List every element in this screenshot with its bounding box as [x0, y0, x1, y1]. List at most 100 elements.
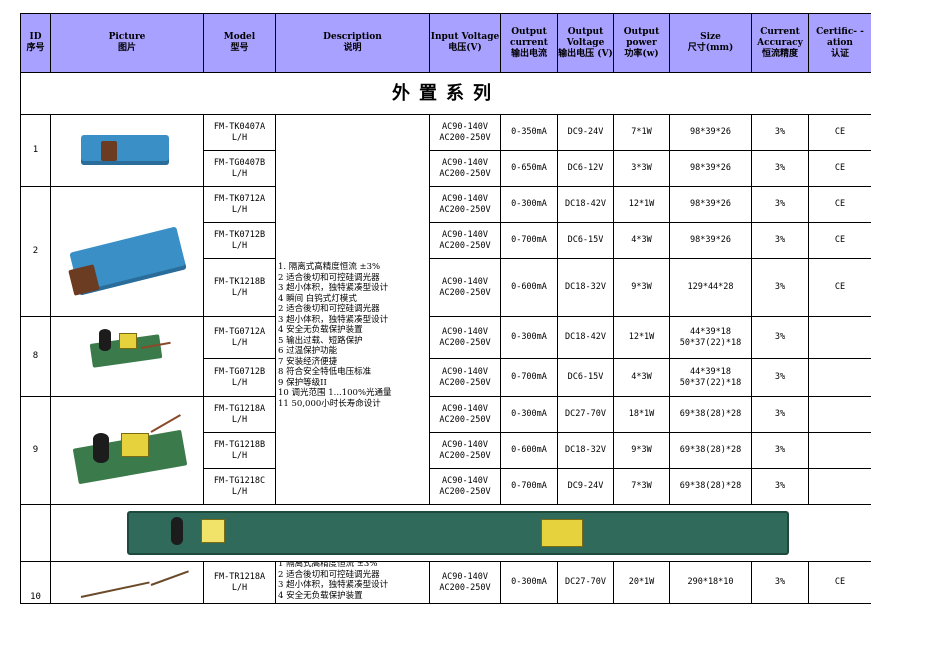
output-current-cell: 0-300mA [500, 561, 558, 604]
output-power-cell: 9*3W [613, 258, 670, 317]
table-row: 10 FM-TR1218A L/H 1 隔离式高精度恒流 ±3% 2 适合後切和… [20, 561, 871, 604]
accuracy-cell: 3% [751, 258, 809, 317]
description-list: 1. 隔离式高精度恒流 ±3% 2 适合後切和可控硅调光器 3 超小体积，独特紧… [278, 262, 392, 409]
cert-cell: CE [808, 186, 871, 223]
output-voltage-cell: DC18-32V [557, 432, 614, 469]
driver-cap-image [101, 141, 117, 161]
output-power-cell: 12*1W [613, 186, 670, 223]
description-line: 6 过温保护功能 [278, 346, 338, 356]
output-voltage-cell: DC27-70V [557, 561, 614, 604]
output-current-cell: 0-700mA [500, 468, 558, 505]
input-voltage-cell: AC90-140V AC200-250V [429, 432, 501, 469]
output-power-cell: 3*3W [613, 150, 670, 187]
output-power-cell: 20*1W [613, 561, 670, 604]
table-row: FM-TG0407B L/H AC90-140V AC200-250V 0-65… [21, 150, 871, 187]
output-power-cell: 12*1W [613, 316, 670, 359]
model-cell: FM-TG1218B L/H [203, 432, 276, 469]
long-pcb-image [127, 511, 789, 555]
cert-cell: CE [808, 258, 871, 317]
input-voltage-cell: AC90-140V AC200-250V [429, 186, 501, 223]
table-row: 1 FM-TK0407A L/H 1. 隔离式高精度恒流 ±3% 2 适合後切和… [20, 114, 871, 505]
model-cell: FM-TK0712B L/H [203, 222, 276, 259]
description-line: 10 调光范围 1...100%光通量 [278, 388, 392, 398]
cert-cell: CE [808, 150, 871, 187]
accuracy-cell: 3% [751, 358, 809, 397]
output-current-cell: 0-650mA [500, 150, 558, 187]
input-voltage-cell: AC90-140V AC200-250V [429, 561, 501, 604]
output-power-cell: 4*3W [613, 358, 670, 397]
input-voltage-cell: AC90-140V AC200-250V [429, 396, 501, 433]
row-id [20, 504, 51, 562]
size-cell: 44*39*18 50*37(22)*18 [669, 358, 752, 397]
accuracy-cell: 3% [751, 396, 809, 433]
image-row [20, 504, 871, 562]
input-voltage-cell: AC90-140V AC200-250V [429, 222, 501, 259]
row-id: 9 [20, 396, 51, 505]
size-cell: 98*39*26 [669, 222, 752, 259]
model-cell: FM-TG1218A L/H [203, 396, 276, 433]
capacitor-image [171, 517, 183, 545]
input-voltage-cell: AC90-140V AC200-250V [429, 316, 501, 359]
output-voltage-cell: DC6-15V [557, 222, 614, 259]
description-line: 1. 隔离式高精度恒流 ±3% [278, 262, 381, 272]
wire-image [150, 570, 189, 586]
output-voltage-cell: DC9-24V [557, 468, 614, 505]
accuracy-cell: 3% [751, 186, 809, 223]
description-list: 1 隔离式高精度恒流 ±3% 2 适合後切和可控硅调光器 3 超小体积，独特紧凑… [278, 563, 389, 602]
table-row: 8 FM-TG0712A L/H AC90-140V AC200-250V 0-… [20, 316, 871, 397]
size-cell: 44*39*18 50*37(22)*18 [669, 316, 752, 359]
output-voltage-cell: DC18-42V [557, 186, 614, 223]
cert-cell: CE [808, 222, 871, 259]
row-id: 10 [20, 561, 51, 604]
output-current-cell: 0-300mA [500, 186, 558, 223]
capacitor-image [93, 433, 109, 463]
cert-cell [808, 468, 871, 505]
accuracy-cell: 3% [751, 468, 809, 505]
description-line: 3 超小体积，独特紧凑型设计 [278, 580, 389, 590]
size-cell: 98*39*26 [669, 114, 752, 151]
output-voltage-cell: DC6-15V [557, 358, 614, 397]
product-image [50, 186, 204, 317]
cert-cell [808, 316, 871, 359]
output-power-cell: 18*1W [613, 396, 670, 433]
transformer-image [541, 519, 583, 547]
output-power-cell: 7*1W [613, 114, 670, 151]
output-current-cell: 0-700mA [500, 222, 558, 259]
size-cell: 290*18*10 [669, 561, 752, 604]
output-voltage-cell: DC27-70V [557, 396, 614, 433]
size-cell: 69*38(28)*28 [669, 432, 752, 469]
model-cell: FM-TK1218B L/H [203, 258, 276, 317]
cert-cell: CE [808, 114, 871, 151]
output-current-cell: 0-350mA [500, 114, 558, 151]
output-voltage-cell: DC9-24V [557, 114, 614, 151]
size-cell: 98*39*26 [669, 186, 752, 223]
description-line: 7 安装经济便捷 [278, 356, 338, 367]
input-voltage-cell: AC90-140V AC200-250V [429, 358, 501, 397]
size-cell: 98*39*26 [669, 150, 752, 187]
table-row: FM-TK1218B L/H AC90-140V AC200-250V 0-60… [21, 258, 871, 317]
table-row: 2 FM-TK0712A L/H AC90-140V AC200-250V 0-… [20, 186, 871, 317]
description-line: 4 安全无负载保护装置 [278, 590, 363, 601]
accuracy-cell: 3% [751, 114, 809, 151]
row-id: 2 [20, 186, 51, 317]
accuracy-cell: 3% [751, 432, 809, 469]
product-image [50, 114, 204, 187]
series-title: 外置系列 [20, 72, 871, 115]
output-power-cell: 7*3W [613, 468, 670, 505]
output-voltage-cell: DC18-42V [557, 316, 614, 359]
description-line: 3 超小体积，独特紧凑型设计 [278, 314, 389, 325]
driver-box-image [81, 135, 169, 165]
row-id: 1 [20, 114, 51, 187]
product-image [50, 316, 204, 397]
table-row: 9 FM-TG1218A L/H AC90-140V AC200-250V 0-… [20, 396, 871, 505]
input-voltage-cell: AC90-140V AC200-250V [429, 114, 501, 151]
